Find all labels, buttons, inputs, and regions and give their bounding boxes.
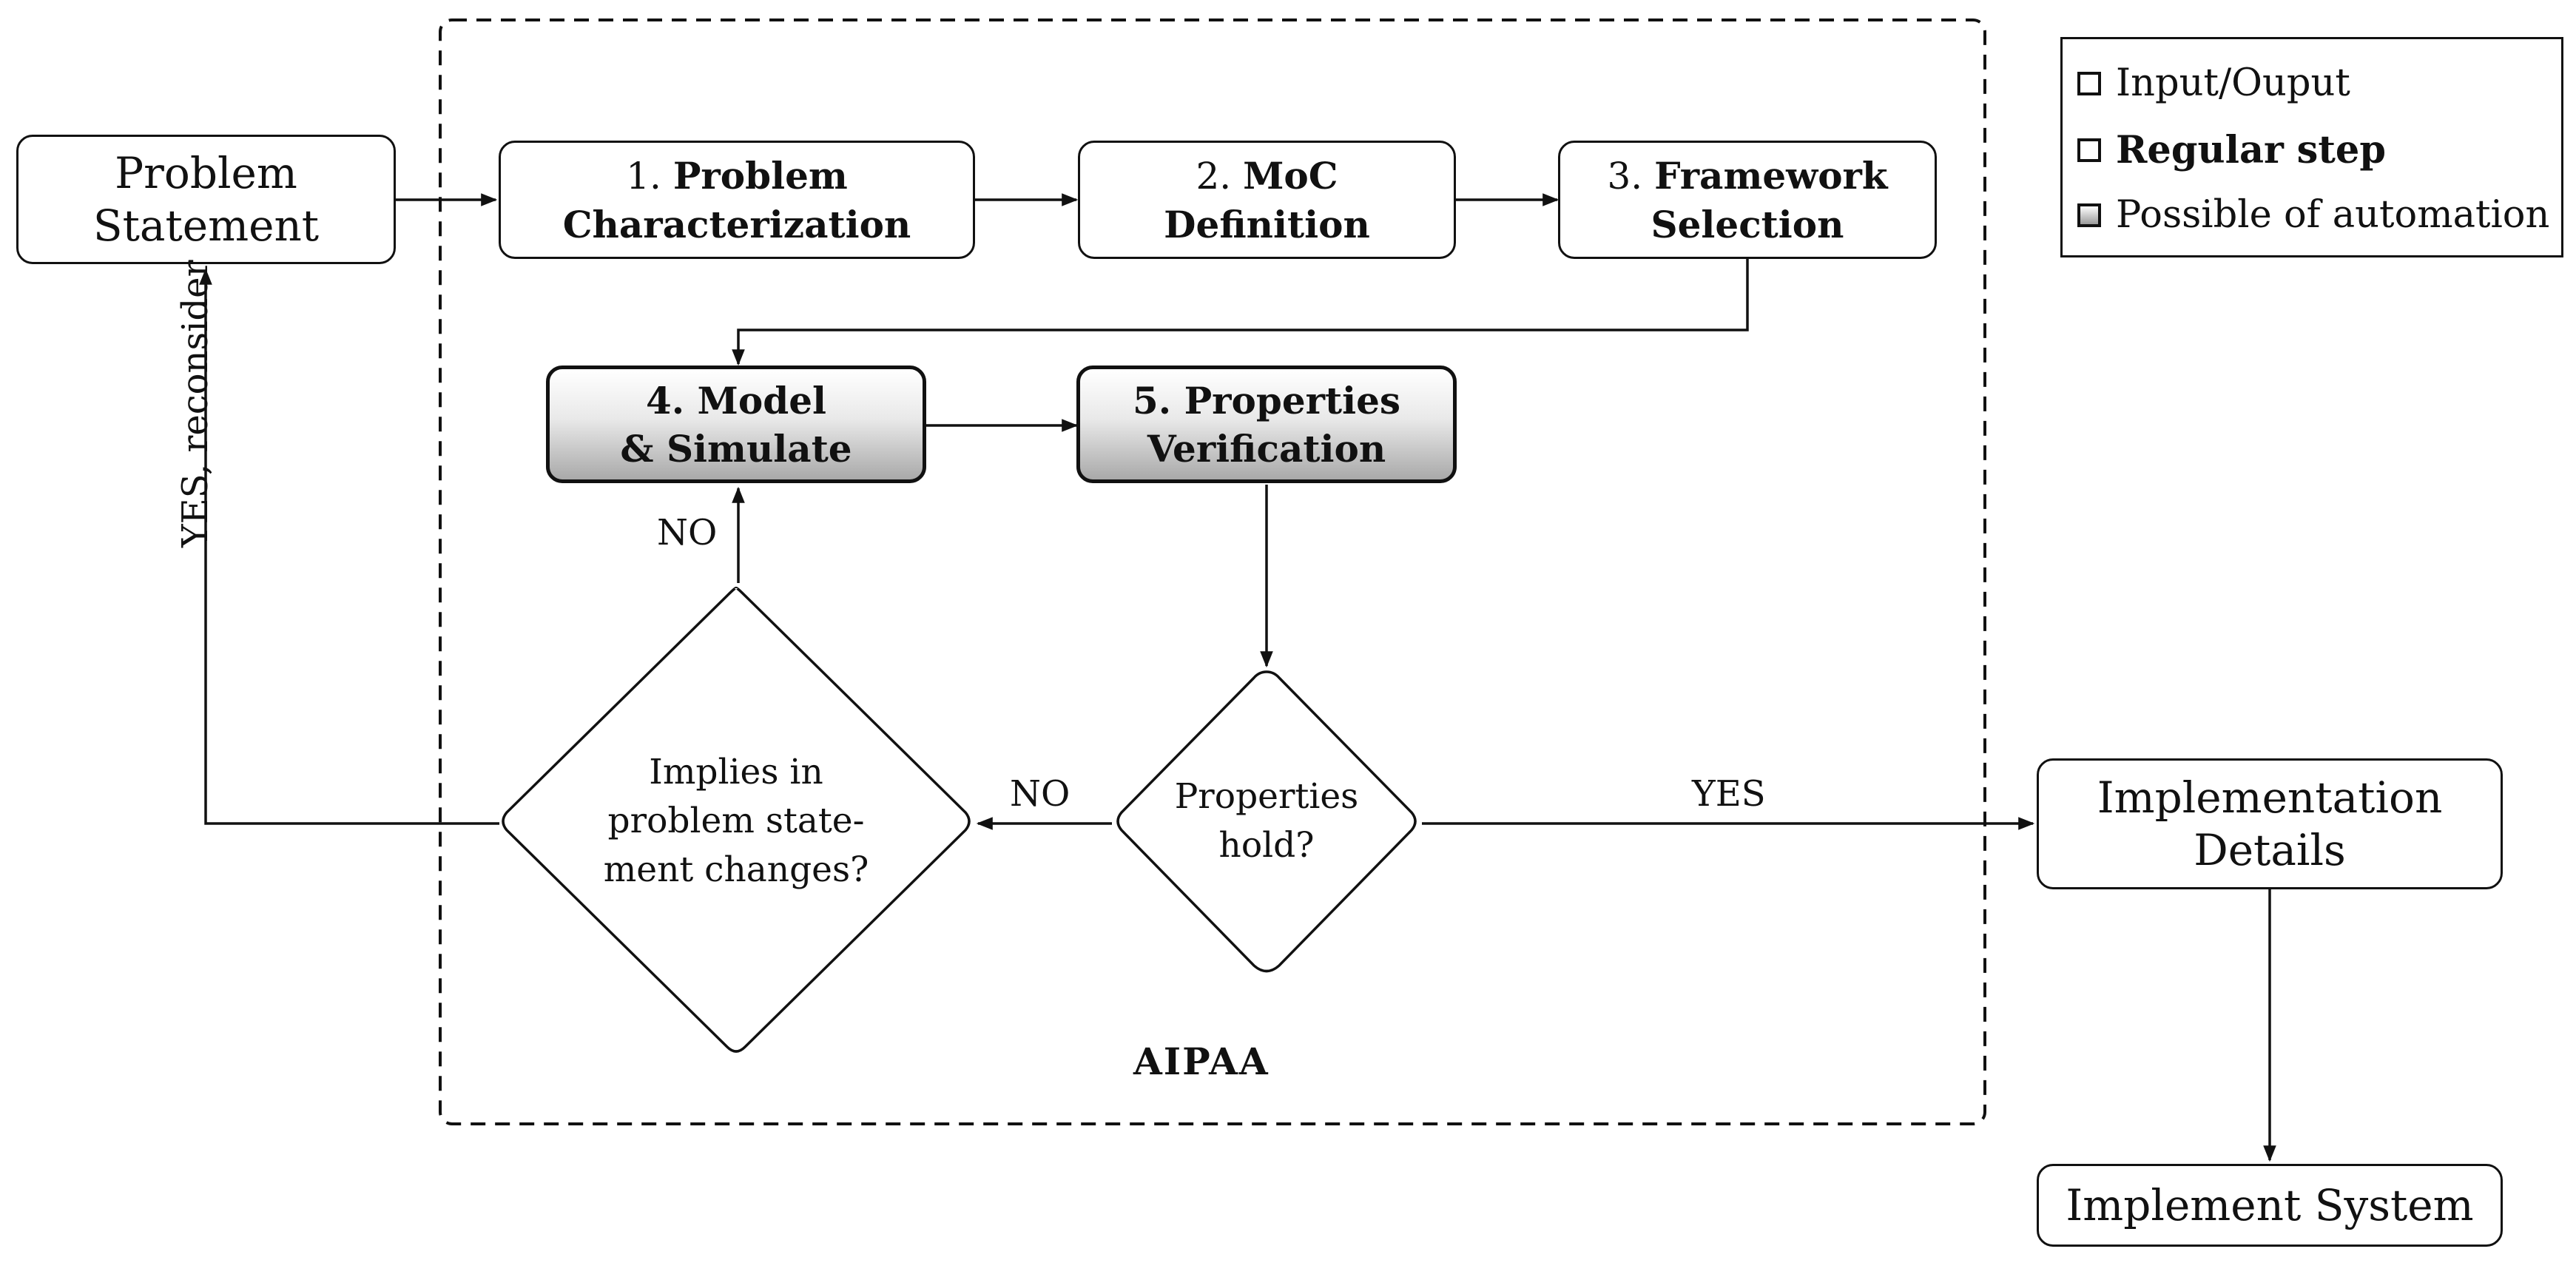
aipaa-group-border: [439, 18, 1986, 1125]
node-implement-system: Implement System: [2037, 1164, 2503, 1247]
step2-line2: Definition: [1164, 202, 1370, 246]
legend: Input/Ouput Regular step Possible of aut…: [2060, 37, 2563, 257]
legend-swatch-io: [2077, 71, 2101, 95]
decision-properties-shape: [1116, 670, 1417, 973]
label-yes-right: YES: [1692, 773, 1766, 815]
legend-item-regular: Regular step: [2077, 128, 2386, 172]
step5-line2: Verification: [1147, 426, 1386, 471]
step5-line1: 5. Properties: [1132, 378, 1401, 422]
step2-line1: 2. MoC: [1196, 152, 1338, 201]
decision-properties-text: Properties hold?: [1156, 762, 1378, 880]
node-problem-statement: Problem Statement: [16, 135, 396, 264]
legend-label-auto: Possible of automation: [2116, 193, 2550, 237]
label-yes-reconsider: YES, reconsider: [175, 260, 216, 548]
node-implementation-details: Implementation Details: [2037, 758, 2503, 889]
decision-implies-text: Implies in problem state- ment changes?: [573, 732, 899, 910]
step4-line1: 4. Model: [645, 378, 827, 422]
step1-line2: Characterization: [562, 202, 911, 246]
decision-implies-shape: [502, 586, 971, 1053]
edge-step3-to-step4: [732, 259, 1749, 366]
legend-label-regular: Regular step: [2116, 128, 2386, 172]
implementation-details-line1: Implementation: [2097, 772, 2443, 823]
properties-hold-line1: Properties: [1174, 776, 1359, 818]
legend-swatch-auto: [2077, 203, 2101, 227]
implies-line1: Implies in: [649, 752, 823, 793]
step1-line1: 1. Problem: [626, 152, 848, 201]
step3-line2: Selection: [1651, 202, 1844, 246]
problem-statement-line2: Statement: [92, 200, 320, 251]
implementation-details-line2: Details: [2194, 824, 2346, 875]
edge-yes-reconsider: [199, 268, 499, 825]
implies-line2: problem state-: [607, 801, 865, 842]
node-step2-moc-definition: 2. MoC Definition: [1078, 141, 1456, 259]
implement-system-label: Implement System: [2066, 1179, 2474, 1230]
aipaa-group-label: AIPAA: [1133, 1040, 1270, 1083]
step2-number: 2.: [1196, 154, 1232, 198]
label-no-left: NO: [1010, 773, 1070, 815]
step2-title: MoC: [1243, 153, 1338, 198]
node-step4-model-simulate: 4. Model & Simulate: [546, 366, 926, 483]
step3-number: 3.: [1607, 154, 1643, 198]
step1-title: Problem: [672, 153, 848, 198]
legend-item-auto: Possible of automation: [2077, 193, 2549, 237]
step3-line1: 3. Framework: [1607, 152, 1887, 201]
step4-line2: & Simulate: [620, 426, 852, 471]
node-step1-problem-characterization: 1. Problem Characterization: [499, 141, 975, 259]
legend-swatch-regular: [2077, 138, 2101, 162]
node-step5-properties-verification: 5. Properties Verification: [1076, 366, 1457, 483]
properties-hold-line2: hold?: [1218, 825, 1315, 866]
problem-statement-line1: Problem: [115, 147, 297, 198]
node-step3-framework-selection: 3. Framework Selection: [1558, 141, 1937, 259]
implies-line3: ment changes?: [603, 849, 869, 890]
label-no-up: NO: [657, 512, 718, 553]
legend-item-io: Input/Ouput: [2077, 61, 2350, 105]
legend-label-io: Input/Ouput: [2116, 61, 2350, 105]
step3-title: Framework: [1654, 153, 1888, 198]
step1-number: 1.: [626, 154, 661, 198]
